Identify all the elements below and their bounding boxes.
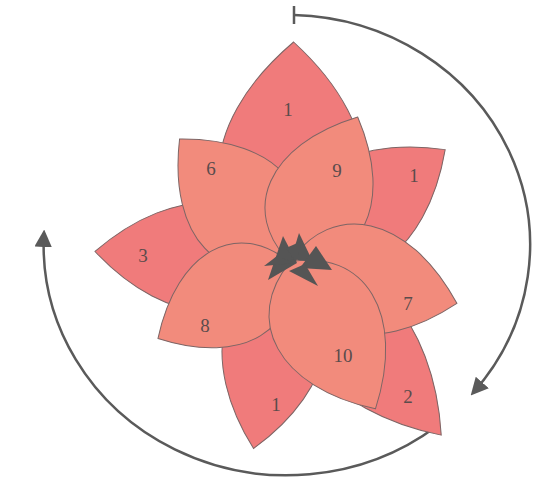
callout-number: 3	[138, 246, 148, 265]
callout-number: 9	[332, 161, 342, 180]
callout-number: 7	[403, 294, 413, 313]
callout-number: 1	[409, 166, 419, 185]
center-arrowheads	[264, 233, 332, 286]
callout-number: 1	[271, 395, 281, 414]
callout-number: 6	[206, 159, 216, 178]
petal-outline	[243, 235, 422, 437]
petal: 10	[266, 257, 389, 412]
petal-shape	[266, 257, 389, 412]
callout-number: 1	[283, 100, 293, 119]
callout-number: 2	[403, 387, 413, 406]
callout-number: 8	[200, 316, 210, 335]
callout-number: 10	[333, 346, 352, 365]
